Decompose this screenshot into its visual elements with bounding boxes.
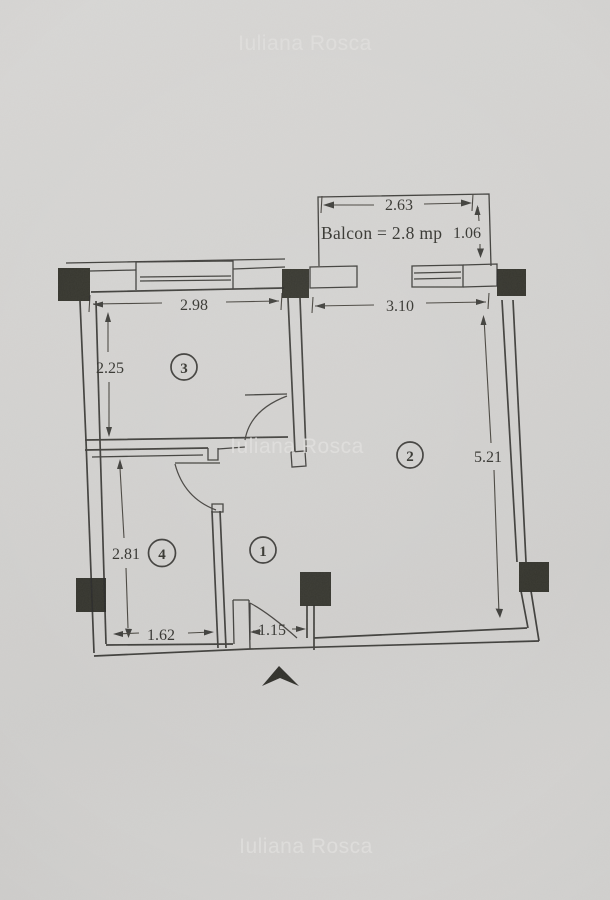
floor-plan-drawing: 2.63 Balcon = 2.8 mp 1.06 [0,0,610,900]
paper-grain-texture [0,0,610,900]
floor-plan-photo: 2.63 Balcon = 2.8 mp 1.06 [0,0,610,900]
